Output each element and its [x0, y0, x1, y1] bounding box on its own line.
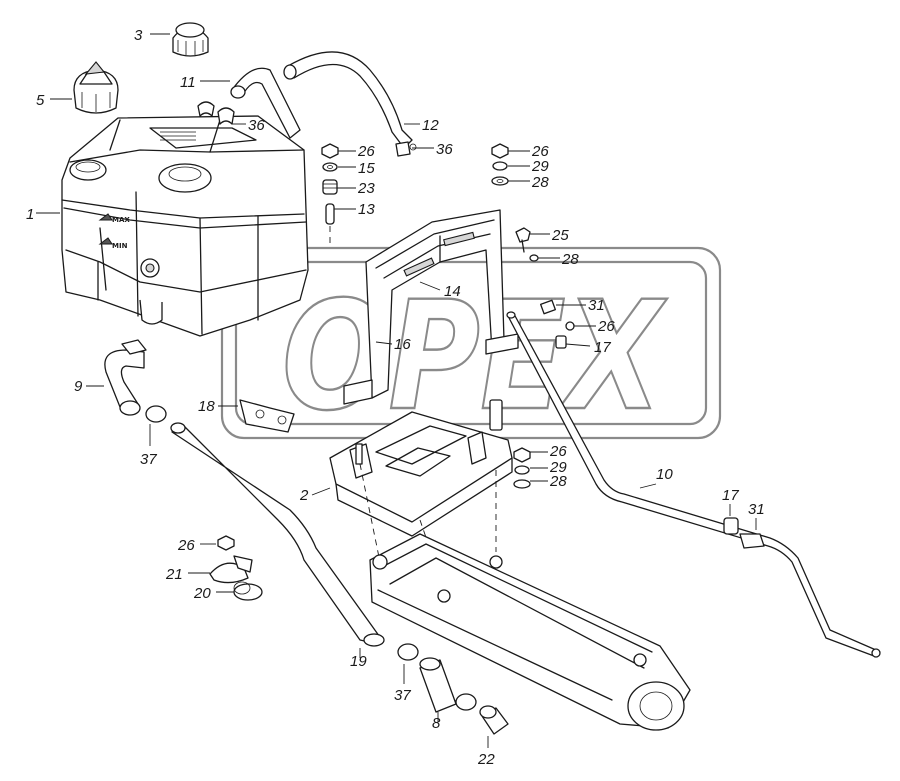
callout-26-lower: 26 — [177, 537, 195, 554]
callout-17-top: 17 — [594, 339, 611, 356]
callout-11: 11 — [180, 74, 196, 91]
part-19-long-hose — [170, 422, 385, 647]
callout-37-bottom: 37 — [394, 687, 411, 704]
part-2-mounting-plate — [329, 399, 513, 591]
callout-21: 21 — [165, 566, 183, 583]
lower-frame — [369, 533, 691, 731]
callout-28-right-top: 28 — [531, 174, 549, 191]
callout-36-top: 36 — [248, 117, 265, 134]
callout-labels: 3 5 11 36 12 36 26 15 23 13 26 29 28 1 2… — [26, 27, 765, 768]
tank-min-mark: MIN — [112, 242, 128, 250]
part-8-22-couplings — [419, 657, 509, 735]
small-parts-tube-end — [723, 517, 765, 549]
callout-22: 22 — [477, 751, 495, 768]
part-3-filler-cap — [172, 22, 209, 57]
callout-5: 5 — [36, 92, 45, 109]
callout-16: 16 — [394, 336, 411, 353]
callout-36-right: 36 — [436, 141, 453, 158]
callout-20: 20 — [193, 585, 211, 602]
fastener-stack-center — [321, 143, 339, 245]
max-arrow-icon — [98, 213, 113, 221]
callout-37-left: 37 — [140, 451, 157, 468]
min-arrow-icon — [98, 237, 113, 245]
tank-max-mark: MAX — [112, 216, 130, 224]
callout-29-plate: 29 — [549, 459, 567, 476]
part-9-hose-elbow — [104, 339, 147, 416]
callout-1: 1 — [26, 206, 34, 223]
part-1-expansion-tank: MAX MIN — [61, 115, 309, 337]
callout-14: 14 — [444, 283, 461, 300]
callout-28-bolt: 28 — [561, 251, 579, 268]
watermark: OPEX — [220, 246, 722, 445]
small-parts-right — [540, 299, 575, 349]
part-37-clamps — [145, 405, 419, 661]
callout-10: 10 — [656, 466, 673, 483]
part-10-drain-tube — [506, 311, 881, 658]
callout-31-top: 31 — [588, 297, 605, 314]
callout-leaders — [36, 33, 757, 748]
callout-23: 23 — [357, 180, 375, 197]
callout-13: 13 — [358, 201, 375, 218]
callout-8: 8 — [432, 715, 441, 732]
callout-12: 12 — [422, 117, 439, 134]
part-11-hose-elbow — [230, 67, 301, 139]
watermark-inner-frame — [234, 260, 708, 426]
callout-3: 3 — [134, 27, 143, 44]
callout-26-mid: 26 — [597, 318, 615, 335]
part-12-overflow-hose — [283, 51, 413, 149]
part-14-tank-bracket — [343, 209, 519, 405]
callout-9: 9 — [74, 378, 83, 395]
callout-15: 15 — [358, 160, 375, 177]
callout-28-plate: 28 — [549, 473, 567, 490]
callout-26-right-top: 26 — [531, 143, 549, 160]
fastener-stack-right — [491, 143, 509, 186]
callout-29-right-top: 29 — [531, 158, 549, 175]
callout-25: 25 — [551, 227, 569, 244]
callout-18: 18 — [198, 398, 215, 415]
part-36-clamps — [197, 101, 417, 157]
callout-19: 19 — [350, 653, 367, 670]
callout-26-center: 26 — [357, 143, 375, 160]
fastener-stack-plate — [513, 447, 531, 489]
callout-31-bottom: 31 — [748, 501, 765, 518]
callout-2: 2 — [299, 487, 309, 504]
part-18-clip — [239, 399, 295, 433]
callout-26-plate: 26 — [549, 443, 567, 460]
callout-17-bottom: 17 — [722, 487, 739, 504]
watermark-text: OPEX — [282, 270, 667, 444]
part-5-valve-cap — [73, 61, 119, 114]
part-25-bolt — [515, 227, 539, 262]
part-21-20-clamp-group — [209, 535, 263, 601]
